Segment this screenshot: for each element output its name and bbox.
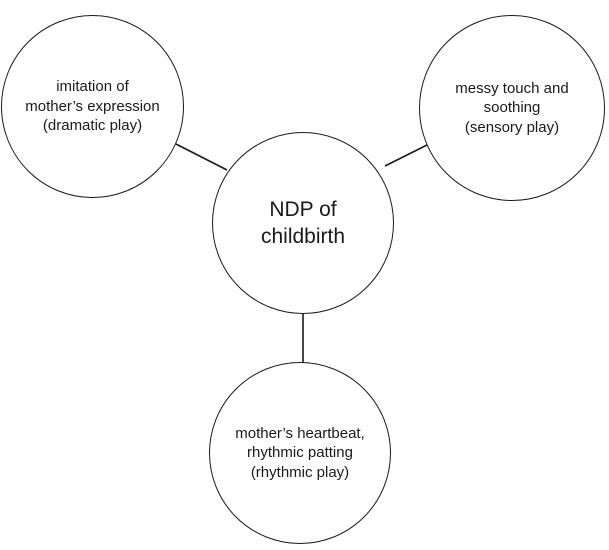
- connector-top-left: [175, 143, 228, 171]
- node-dramatic-play-label: imitation of mother’s expression (dramat…: [25, 78, 160, 135]
- node-center-label: NDP of childbirth: [260, 197, 346, 248]
- connector-top-right: [384, 143, 430, 167]
- node-sensory-play-label: messy touch and soothing (sensory play): [455, 79, 569, 136]
- node-rhythmic-play: mother’s heartbeat, rhythmic patting (rh…: [209, 362, 391, 544]
- node-center-ndp: NDP of childbirth: [212, 132, 394, 314]
- node-dramatic-play: imitation of mother’s expression (dramat…: [1, 15, 184, 198]
- node-rhythmic-play-label: mother’s heartbeat, rhythmic patting (rh…: [235, 424, 365, 481]
- node-sensory-play: messy touch and soothing (sensory play): [419, 15, 605, 201]
